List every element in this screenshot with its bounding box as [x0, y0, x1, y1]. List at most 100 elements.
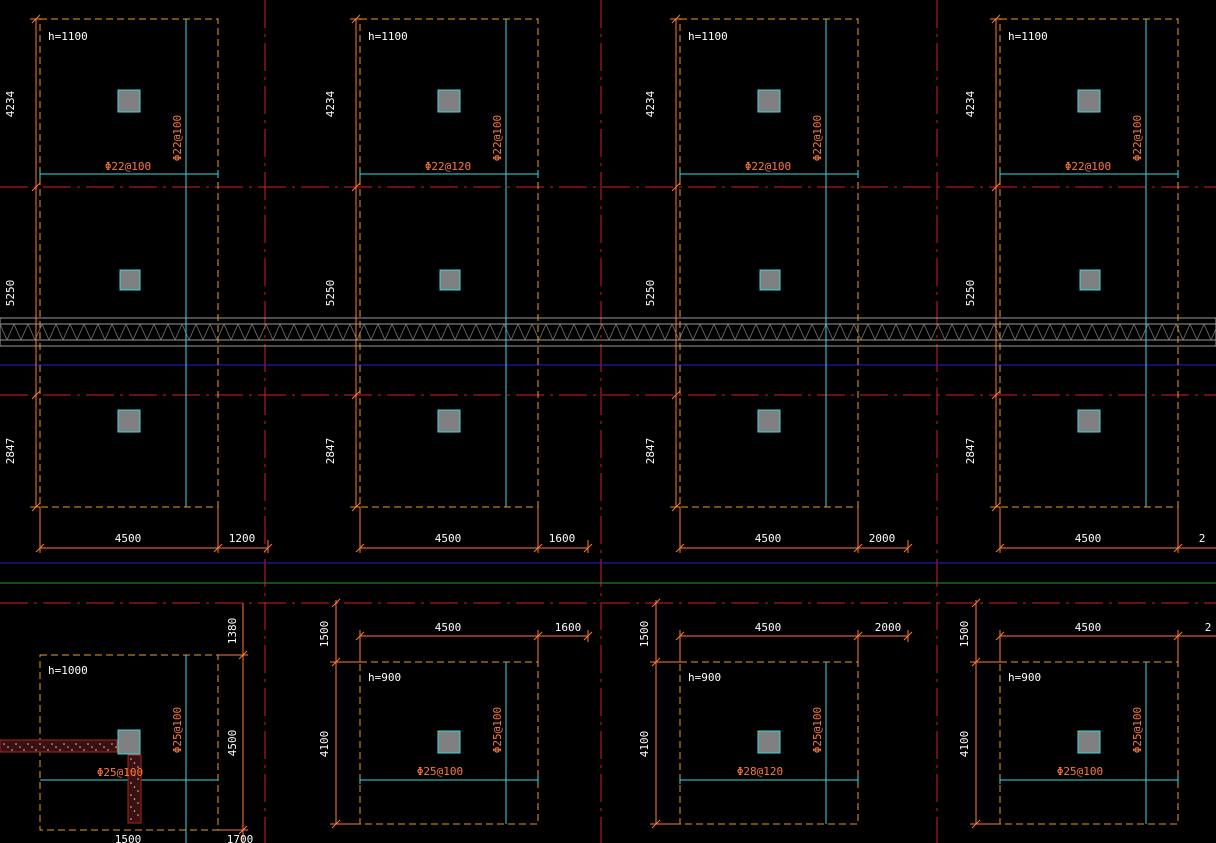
gravel-dot: [130, 782, 132, 784]
hatch-stroke: [594, 323, 603, 341]
hatch-stroke: [727, 323, 736, 341]
rebar-label-x: Φ25@100: [1057, 765, 1103, 778]
gravel-dot: [79, 746, 81, 748]
hatch-stroke: [867, 323, 876, 341]
hatch-stroke: [1021, 323, 1030, 341]
rebar-label-x: Φ25@100: [417, 765, 463, 778]
hatch-stroke: [706, 323, 715, 341]
hatch-stroke: [167, 323, 176, 341]
hatch-stroke: [951, 323, 960, 341]
hatch-stroke: [286, 323, 295, 341]
gravel-dot: [15, 743, 17, 745]
hatch-stroke: [426, 323, 435, 341]
hatch-stroke: [328, 323, 337, 341]
dim-tick: [213, 543, 223, 553]
hatch-stroke: [1091, 323, 1100, 341]
hatch-stroke: [692, 323, 701, 341]
hatch-stroke: [1070, 323, 1079, 341]
gravel-dot: [51, 743, 53, 745]
dim-text-vertical: 4234: [644, 90, 657, 117]
hatch-stroke: [580, 323, 589, 341]
dim-text-horizontal: 4500: [115, 532, 142, 545]
hatch-stroke: [1119, 323, 1128, 341]
hatch-stroke: [965, 323, 974, 341]
dim-text-horizontal: 2: [1205, 621, 1212, 634]
hatch-stroke: [223, 323, 232, 341]
dim-tick: [991, 182, 1001, 192]
hatch-stroke: [923, 323, 932, 341]
hatch-stroke: [559, 323, 568, 341]
hatch-stroke: [370, 323, 379, 341]
hatch-stroke: [1147, 323, 1156, 341]
gravel-dot: [7, 746, 9, 748]
hatch-stroke: [132, 323, 141, 341]
hatch-stroke: [447, 323, 456, 341]
dim-text-horizontal: 1600: [555, 621, 582, 634]
hatch-stroke: [1140, 323, 1149, 341]
hatch-stroke: [734, 323, 743, 341]
hatch-stroke: [1182, 323, 1191, 341]
gravel-dot: [115, 746, 117, 748]
dim-text-vertical: 5250: [4, 280, 17, 307]
dim-text-horizontal: 2000: [869, 532, 896, 545]
hatch-stroke: [902, 323, 911, 341]
dim-tick: [971, 598, 981, 608]
hatch-stroke: [937, 323, 946, 341]
gravel-dot: [71, 749, 73, 751]
hatch-stroke: [1161, 323, 1170, 341]
hatch-stroke: [888, 323, 897, 341]
hatch-stroke: [118, 323, 127, 341]
hatch-stroke: [90, 323, 99, 341]
gravel-dot: [133, 786, 136, 788]
hatch-stroke: [384, 323, 393, 341]
hatch-stroke: [454, 323, 463, 341]
rebar-label-y: Φ25@100: [171, 707, 184, 753]
hatch-stroke: [48, 323, 57, 341]
gravel-dot: [35, 749, 37, 751]
hatch-stroke: [657, 323, 666, 341]
hatch-stroke: [713, 323, 722, 341]
hatch-stroke: [377, 323, 386, 341]
gravel-dot: [19, 746, 21, 748]
footing-height-label: h=1000: [48, 664, 88, 677]
dim-tick: [675, 543, 685, 553]
hatch-stroke: [1063, 323, 1072, 341]
dim-tick: [351, 182, 361, 192]
dim-text-vertical: 5250: [964, 280, 977, 307]
hatch-stroke: [1056, 323, 1065, 341]
hatch-stroke: [643, 323, 652, 341]
dim-tick: [263, 543, 273, 553]
dim-tick: [671, 390, 681, 400]
hatch-stroke: [300, 323, 309, 341]
gravel-dot: [99, 743, 101, 745]
column: [757, 409, 781, 433]
dim-text-vertical: 2847: [644, 438, 657, 465]
hatch-stroke: [139, 323, 148, 341]
hatch-stroke: [251, 323, 260, 341]
rebar-label-y: Φ22@100: [491, 115, 504, 161]
gravel-dot: [130, 806, 132, 808]
column: [437, 89, 461, 113]
hatch-stroke: [174, 323, 183, 341]
footing-height-label: h=900: [368, 671, 401, 684]
hatch-stroke: [874, 323, 883, 341]
hatch-stroke: [699, 323, 708, 341]
hatch-stroke: [1105, 323, 1114, 341]
hatch-stroke: [1175, 323, 1184, 341]
hatch-stroke: [811, 323, 820, 341]
gravel-dot: [39, 743, 41, 745]
hatch-stroke: [1112, 323, 1121, 341]
gravel-dot: [137, 790, 139, 792]
gravel-dot: [23, 749, 25, 751]
dim-text-horizontal: 4500: [1075, 621, 1102, 634]
gravel-dot: [137, 814, 139, 816]
column: [757, 89, 781, 113]
dim-tick: [853, 543, 863, 553]
hatch-stroke: [293, 323, 302, 341]
hatch-stroke: [398, 323, 407, 341]
hatch-stroke: [783, 323, 792, 341]
hatch-stroke: [510, 323, 519, 341]
dim-text-horizontal: 1500: [115, 833, 142, 843]
gravel-dot: [130, 758, 132, 760]
